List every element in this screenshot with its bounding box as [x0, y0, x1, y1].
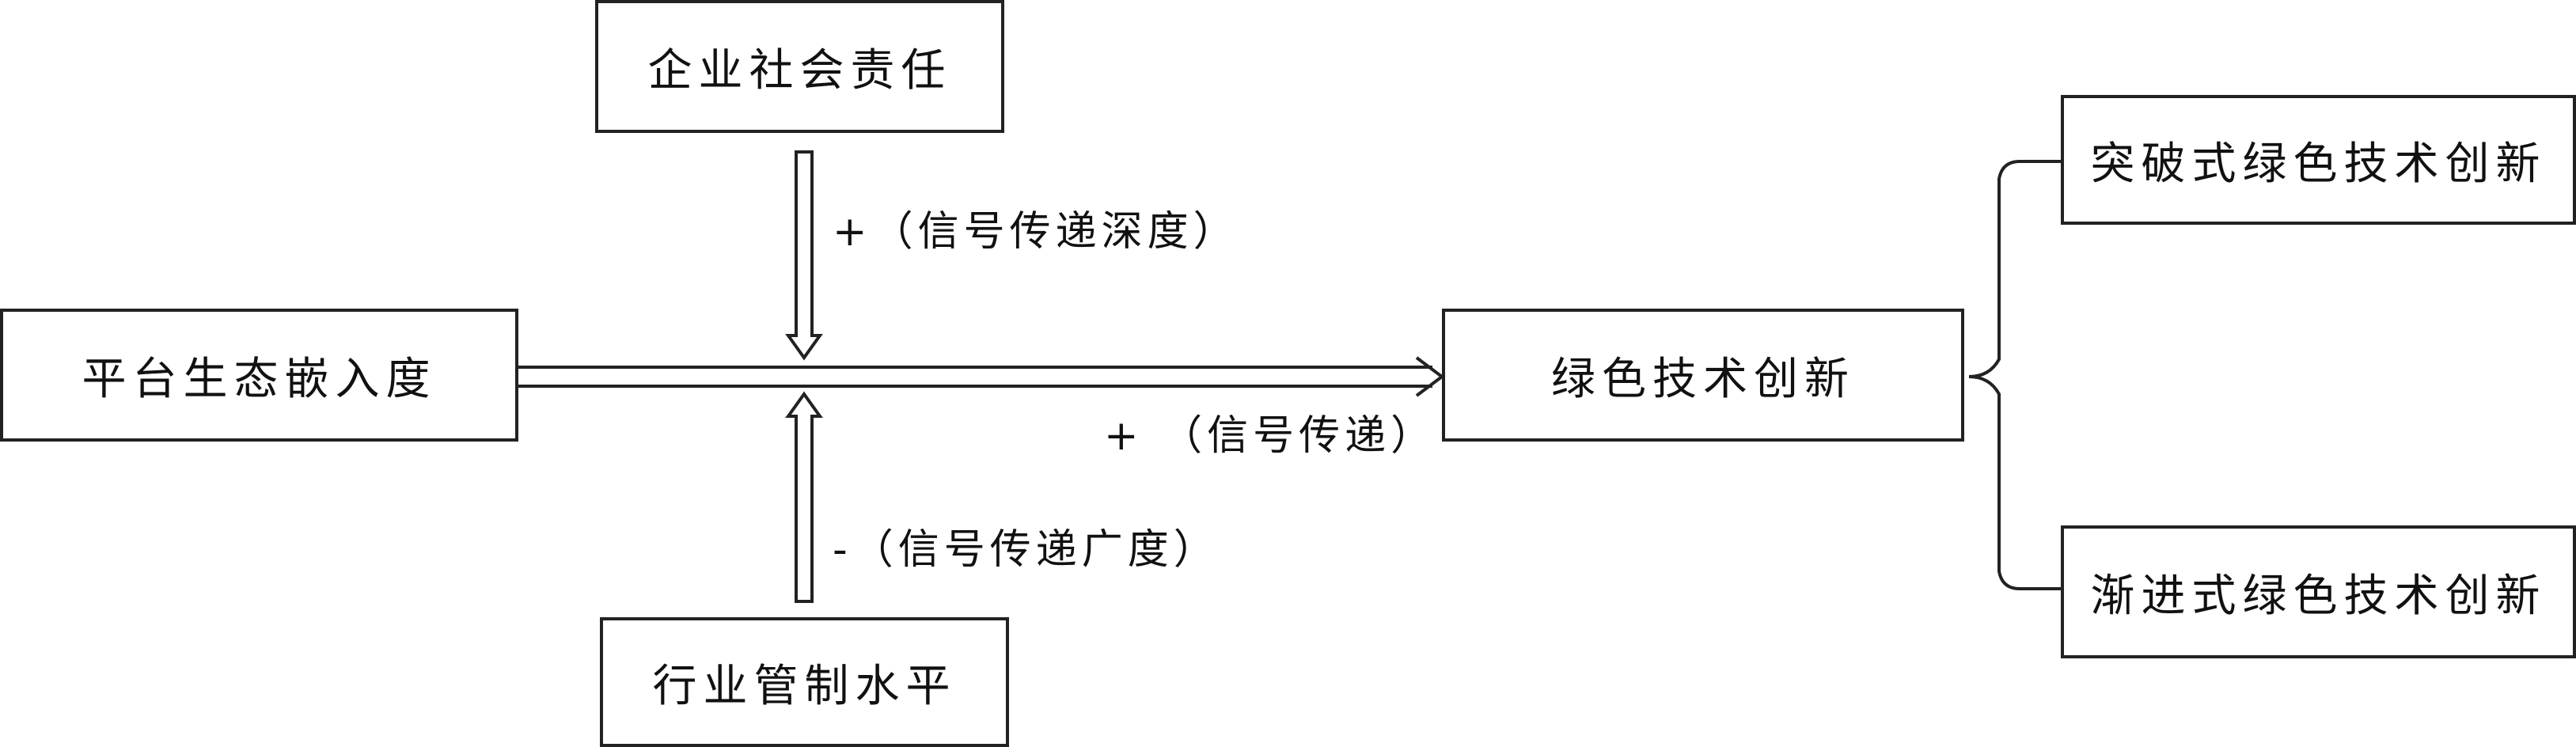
- edge-label-depth: +（信号传递深度）: [833, 208, 1239, 256]
- node-incremental: 渐进式绿色技术创新: [2061, 525, 2576, 658]
- node-breakthrough-label: 突破式绿色技术创新: [2090, 138, 2547, 190]
- node-regulation: 行业管制水平: [600, 617, 1009, 747]
- node-green-innovation: 绿色技术创新: [1442, 309, 1964, 442]
- node-csr: 企业社会责任: [595, 0, 1004, 133]
- up-arrow: [785, 391, 823, 603]
- node-green-label: 绿色技术创新: [1551, 353, 1855, 405]
- node-platform: 平台生态嵌入度: [0, 309, 518, 442]
- main-arrow: [518, 356, 1445, 397]
- node-incremental-label: 渐进式绿色技术创新: [2090, 570, 2547, 622]
- edge-label-breadth: -（信号传递广度）: [833, 526, 1220, 574]
- edge-label-signal: + （信号传递）: [1104, 412, 1437, 460]
- node-regulation-label: 行业管制水平: [652, 660, 957, 712]
- node-breakthrough: 突破式绿色技术创新: [2061, 95, 2576, 225]
- node-csr-label: 企业社会责任: [647, 44, 952, 97]
- down-arrow: [785, 150, 823, 361]
- node-platform-label: 平台生态嵌入度: [82, 353, 437, 405]
- branch-bracket: [1968, 160, 2061, 590]
